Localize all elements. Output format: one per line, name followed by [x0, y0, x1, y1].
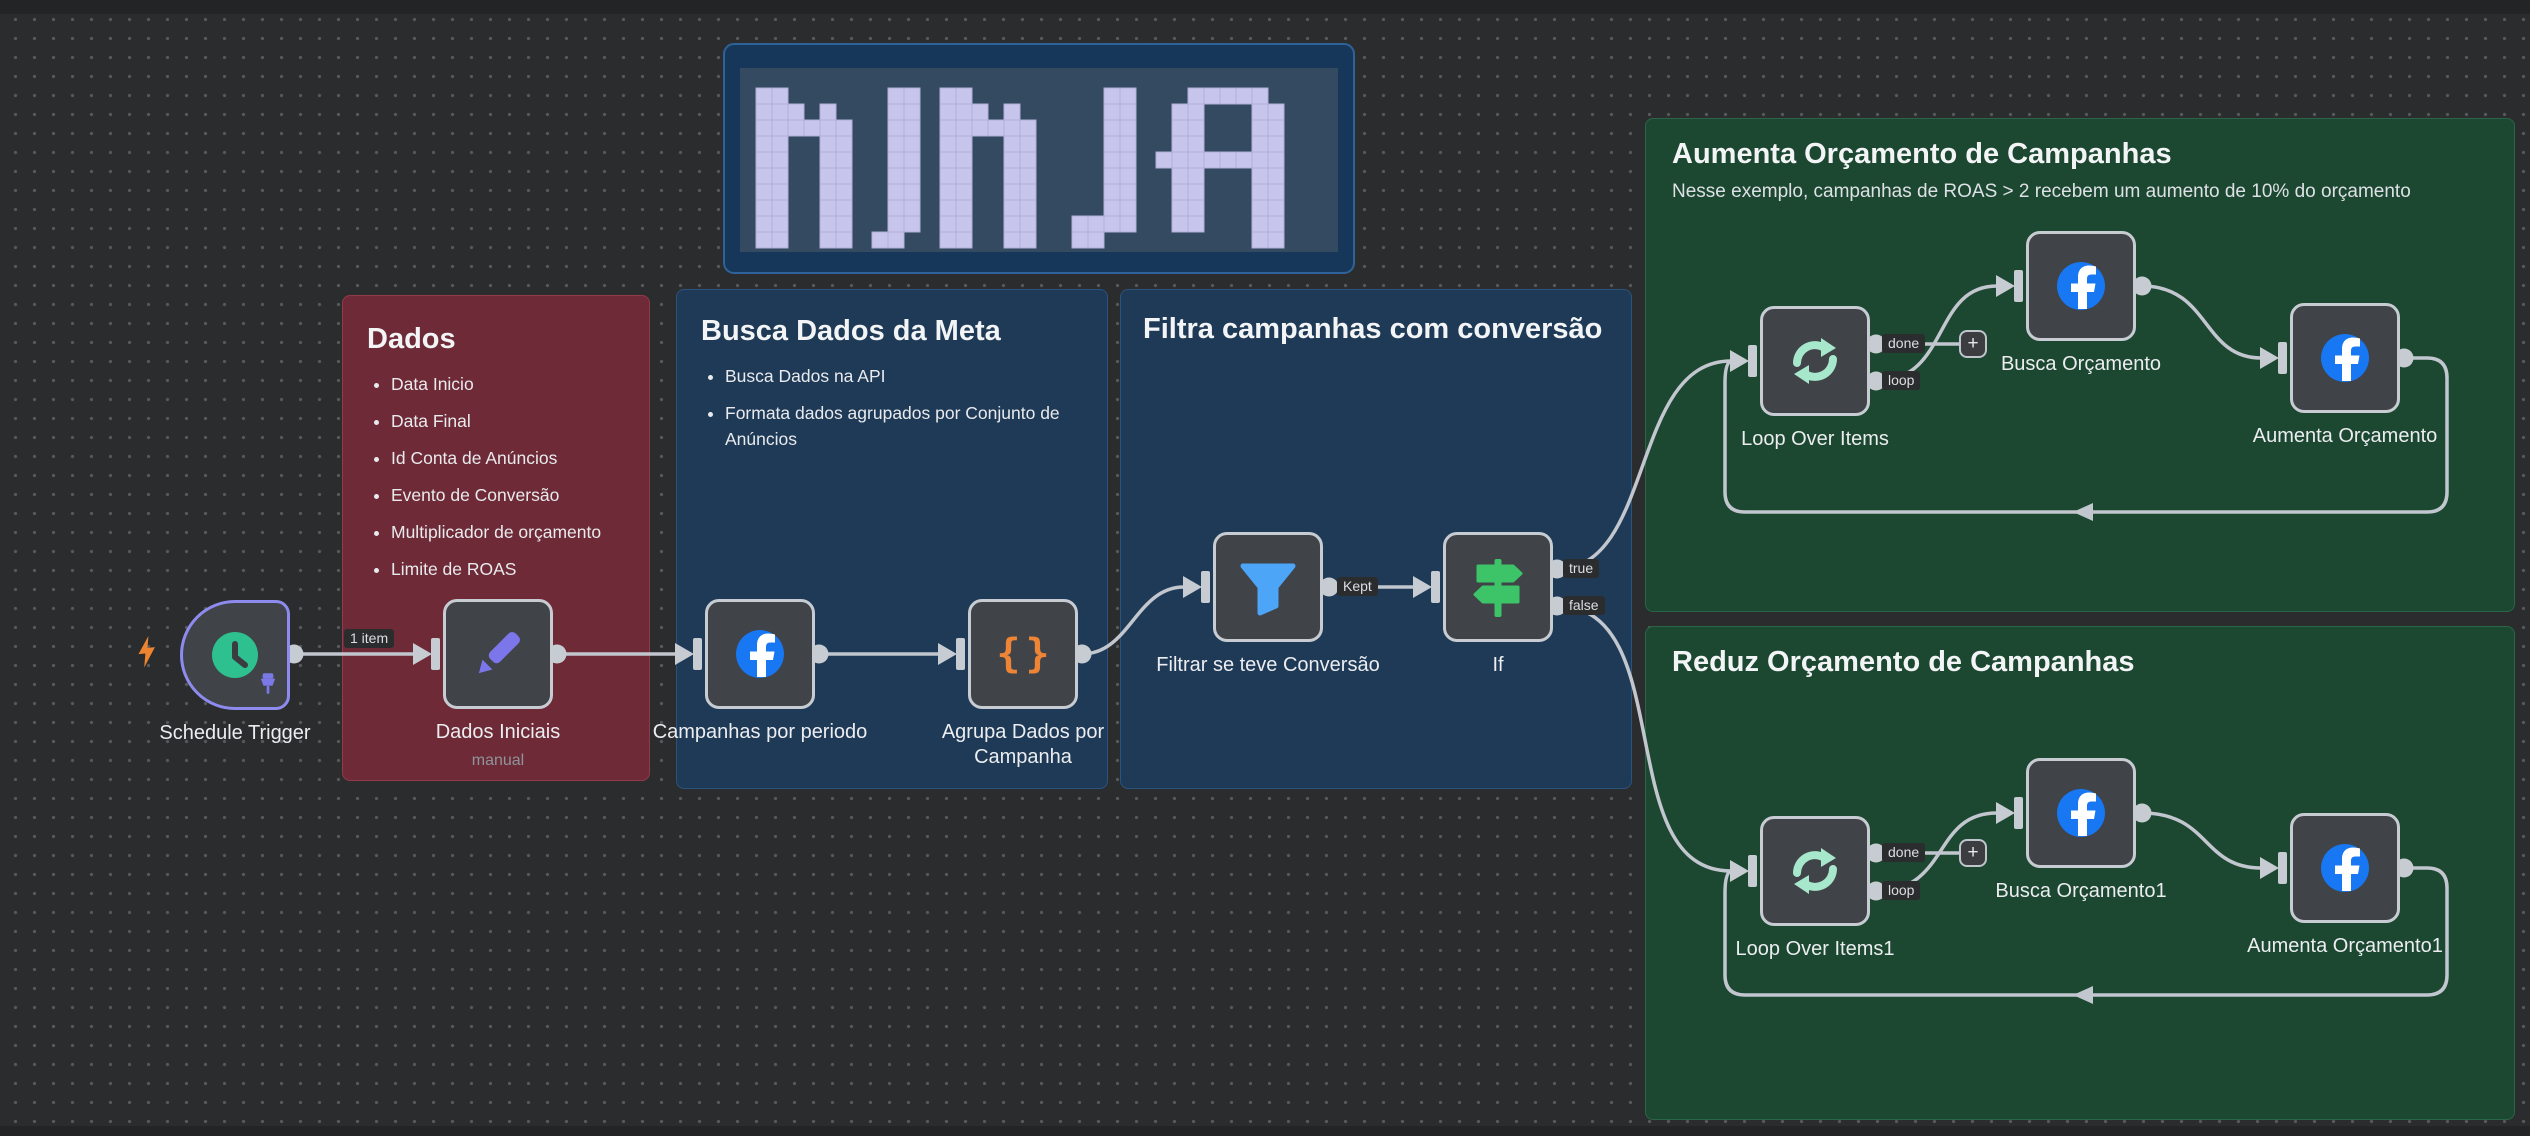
facebook-icon — [2057, 789, 2105, 837]
node-label: If — [1492, 654, 1504, 676]
node-label: Aumenta Orçamento1 — [2247, 935, 2443, 957]
node-aumenta-orcamento[interactable]: Aumenta Orçamento — [2253, 303, 2437, 447]
node-label: Aumenta Orçamento — [2252, 425, 2438, 447]
list-item: Limite de ROAS — [391, 556, 625, 582]
ninja-logo-pixels — [755, 87, 1285, 249]
clock-icon — [212, 632, 258, 678]
node-busca-orcamento[interactable]: Busca Orçamento — [2001, 231, 2161, 375]
sticky-dados-title: Dados — [367, 323, 456, 355]
facebook-icon — [2321, 844, 2369, 892]
input-port[interactable] — [1730, 855, 1757, 887]
node-label: Loop Over Items1 — [1735, 938, 1895, 960]
facebook-icon — [736, 630, 784, 678]
output-port-loop[interactable] — [1866, 881, 1886, 901]
false-output-badge: false — [1563, 596, 1605, 615]
input-port[interactable] — [1996, 797, 2023, 829]
loop-output-badge: loop — [1882, 371, 1921, 390]
loop-refresh-icon — [1793, 338, 1837, 384]
node-busca-orcamento1[interactable]: Busca Orçamento1 — [1995, 758, 2167, 902]
output-port[interactable] — [1319, 577, 1339, 597]
loop-output-badge: loop — [1882, 881, 1921, 900]
canvas-top-edge — [0, 0, 2530, 14]
filter-funnel-icon — [1240, 563, 1296, 616]
input-port[interactable] — [2260, 852, 2287, 884]
output-port[interactable] — [2132, 803, 2152, 823]
sticky-aumenta-subtitle: Nesse exemplo, campanhas de ROAS > 2 rec… — [1672, 181, 2411, 202]
input-port[interactable] — [2260, 342, 2287, 374]
node-dados-iniciais[interactable]: Dados Iniciais manual — [436, 599, 560, 769]
items-count-badge: 1 item — [344, 629, 395, 648]
done-output-badge: done — [1882, 843, 1926, 862]
connection-aumenta-loopback[interactable] — [1723, 356, 2449, 514]
node-sublabel: manual — [471, 752, 525, 769]
pencil-icon — [478, 632, 520, 674]
sticky-aumenta-title: Aumenta Orçamento de Campanhas — [1672, 138, 2172, 170]
connection-agrupa-filtrar[interactable] — [1080, 585, 1186, 656]
add-node-button[interactable]: + — [1959, 330, 1987, 358]
lightning-bolt-icon — [138, 635, 155, 668]
connection-busca1-aumenta1[interactable] — [2140, 811, 2263, 870]
input-port[interactable] — [413, 638, 440, 670]
done-output-badge: done — [1882, 334, 1926, 353]
facebook-icon — [2321, 334, 2369, 382]
connection-aumenta1-loopback[interactable] — [1723, 866, 2449, 997]
node-campanhas-por-periodo[interactable]: Campanhas por periodo — [653, 599, 867, 743]
ninja-logo[interactable] — [723, 43, 1355, 274]
kept-output-badge: Kept — [1337, 577, 1378, 596]
node-label: Busca Orçamento1 — [1995, 880, 2167, 902]
pin-icon — [259, 672, 277, 701]
connection-if-true-loop[interactable] — [1555, 359, 1733, 571]
loop-refresh-icon — [1793, 848, 1837, 894]
connection-if-false-loop1[interactable] — [1555, 604, 1733, 873]
node-loop-over-items[interactable]: Loop Over Items — [1741, 306, 1889, 450]
node-filtrar-conversao[interactable]: Filtrar se teve Conversão — [1156, 532, 1380, 676]
loopback-arrow-icon — [2073, 986, 2093, 1004]
node-schedule-trigger[interactable]: Schedule Trigger — [159, 600, 311, 744]
list-item: Evento de Conversão — [391, 482, 625, 508]
node-loop-over-items1[interactable]: Loop Over Items1 — [1736, 816, 1894, 960]
connection-busca-aumenta[interactable] — [2140, 284, 2263, 360]
node-label: Dados Iniciais manual — [338, 720, 658, 773]
sticky-dados-list: Data Inicio Data Final Id Conta de Anúnc… — [367, 371, 625, 582]
input-port[interactable] — [1413, 571, 1440, 603]
input-port[interactable] — [1183, 571, 1210, 603]
list-item: Busca Dados na API — [725, 363, 1105, 389]
node-aumenta-orcamento1[interactable]: Aumenta Orçamento1 — [2247, 813, 2443, 957]
add-node-button[interactable]: + — [1959, 839, 1987, 867]
node-label-text: Dados Iniciais — [435, 721, 561, 743]
node-label: Busca Orçamento — [2000, 353, 2162, 375]
signpost-icon — [1473, 559, 1523, 617]
input-ports[interactable] — [413, 270, 2287, 887]
code-braces-icon: {} — [996, 631, 1055, 677]
node-if[interactable]: If — [1443, 532, 1553, 676]
sticky-busca-meta-list: Busca Dados na API Formata dados agrupad… — [701, 363, 1105, 452]
true-output-badge: true — [1563, 559, 1600, 578]
node-label: Schedule Trigger — [159, 722, 311, 744]
node-label: Filtrar se teve Conversão — [1156, 654, 1380, 676]
sticky-filtra-title: Filtra campanhas com conversão — [1143, 313, 1603, 345]
input-port[interactable] — [1996, 270, 2023, 302]
sticky-busca-meta-title: Busca Dados da Meta — [701, 315, 1001, 347]
list-item: Data Final — [391, 408, 625, 434]
loopback-arrow-icon — [2073, 503, 2093, 521]
output-port[interactable] — [2132, 276, 2152, 296]
execute-workflow-bolt[interactable] — [137, 635, 161, 673]
canvas-bottom-edge — [0, 1126, 2530, 1136]
list-item: Multiplicador de orçamento — [391, 519, 625, 545]
input-port[interactable] — [1730, 345, 1757, 377]
node-agrupa-dados[interactable]: {} Agrupa Dados por Campanha — [942, 599, 1104, 768]
facebook-icon — [2057, 262, 2105, 310]
output-port-loop[interactable] — [1866, 371, 1886, 391]
node-label: Agrupa Dados por Campanha — [941, 721, 1105, 768]
input-port[interactable] — [938, 638, 965, 670]
list-item: Data Inicio — [391, 371, 625, 397]
sticky-reduz-title: Reduz Orçamento de Campanhas — [1672, 646, 2135, 678]
list-item: Id Conta de Anúncios — [391, 445, 625, 471]
list-item: Formata dados agrupados por Conjunto de … — [725, 400, 1105, 452]
node-label: Campanhas por periodo — [652, 721, 868, 743]
input-port[interactable] — [675, 638, 702, 670]
output-port-done[interactable] — [1866, 334, 1886, 354]
output-port-done[interactable] — [1866, 843, 1886, 863]
node-label: Loop Over Items — [1741, 428, 1889, 450]
